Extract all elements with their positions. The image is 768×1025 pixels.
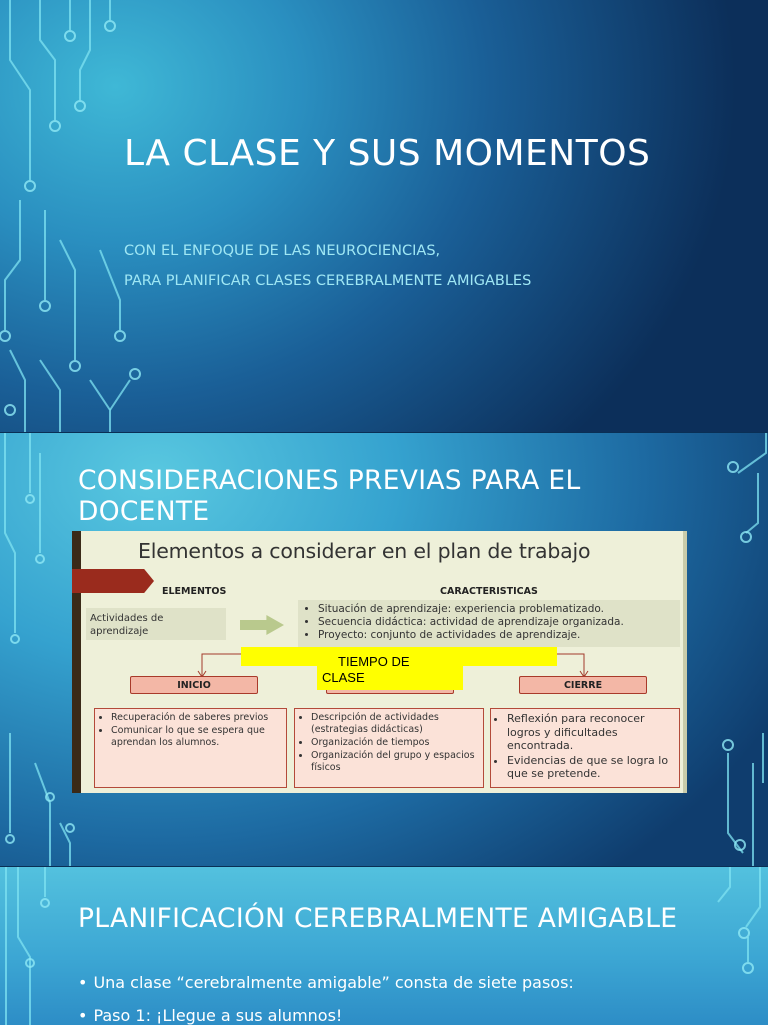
diagram-title: Elementos a considerar en el plan de tra… — [138, 539, 591, 563]
inicio-item: Comunicar lo que se espera que aprendan … — [111, 725, 282, 749]
caracteristica-item: Secuencia didáctica: actividad de aprend… — [318, 616, 674, 629]
inicio-item: Recuperación de saberes previos — [111, 712, 282, 724]
slide-title: LA CLASE Y SUS MOMENTOS CON EL ENFOQUE D… — [0, 0, 768, 432]
phase-cierre: CIERRE — [519, 676, 647, 694]
tiempo-de-clase-label: TIEMPO DE CLASE — [317, 647, 463, 690]
image-border-right — [683, 531, 687, 793]
subtitle-line-1: CON EL ENFOQUE DE LAS NEUROCIENCIAS, — [124, 243, 441, 259]
slide-heading: PLANIFICACIÓN CEREBRALMENTE AMIGABLE — [78, 903, 678, 934]
circuit-decoration — [0, 0, 141, 432]
bullet-item: Paso 1: ¡Llegue a sus alumnos! — [78, 1006, 574, 1025]
desarrollo-item: Organización del grupo y espacios físico… — [311, 750, 479, 774]
inicio-box: Recuperación de saberes previos Comunica… — [94, 708, 287, 788]
highlight-line-2: CLASE — [322, 670, 365, 685]
circuit-decoration-left — [5, 867, 50, 1025]
col-elementos: ELEMENTOS — [162, 586, 227, 597]
cierre-box: Reflexión para reconocer logros y dificu… — [490, 708, 680, 788]
steps-list: Una clase “cerebralmente amigable” const… — [78, 973, 574, 1025]
slide-subtitle: CON EL ENFOQUE DE LAS NEUROCIENCIAS, PAR… — [124, 236, 531, 296]
red-arrow-tab — [72, 569, 154, 593]
right-arrow-icon — [240, 615, 284, 635]
slide-planificacion: PLANIFICACIÓN CEREBRALMENTE AMIGABLE Una… — [0, 867, 768, 1025]
image-border-left — [72, 531, 81, 793]
caracteristica-item: Situación de aprendizaje: experiencia pr… — [318, 603, 674, 616]
desarrollo-box: Descripción de actividades (estrategias … — [294, 708, 484, 788]
slide-heading: CONSIDERACIONES PREVIAS PARA EL DOCENTE — [78, 465, 581, 527]
slide-title-heading: LA CLASE Y SUS MOMENTOS — [124, 133, 651, 174]
caracteristica-item: Proyecto: conjunto de actividades de apr… — [318, 629, 674, 642]
caracteristicas-list: Situación de aprendizaje: experiencia pr… — [298, 600, 680, 647]
circuit-decoration-right — [722, 433, 767, 866]
circuit-decoration-left — [4, 433, 75, 866]
desarrollo-item: Descripción de actividades (estrategias … — [311, 712, 479, 736]
cierre-item: Evidencias de que se logra lo que se pre… — [507, 754, 675, 781]
circuit-decoration-right — [717, 867, 761, 974]
desarrollo-item: Organización de tiempos — [311, 737, 479, 749]
cierre-item: Reflexión para reconocer logros y dificu… — [507, 712, 675, 753]
phase-inicio: INICIO — [130, 676, 258, 694]
col-caracteristicas: CARACTERISTICAS — [440, 586, 538, 597]
bullet-item: Una clase “cerebralmente amigable” const… — [78, 973, 573, 993]
highlight-line-1: TIEMPO DE — [338, 654, 410, 669]
actividades-box: Actividades de aprendizaje — [86, 608, 226, 640]
subtitle-line-2: PARA PLANIFICAR CLASES CEREBRALMENTE AMI… — [124, 273, 532, 289]
